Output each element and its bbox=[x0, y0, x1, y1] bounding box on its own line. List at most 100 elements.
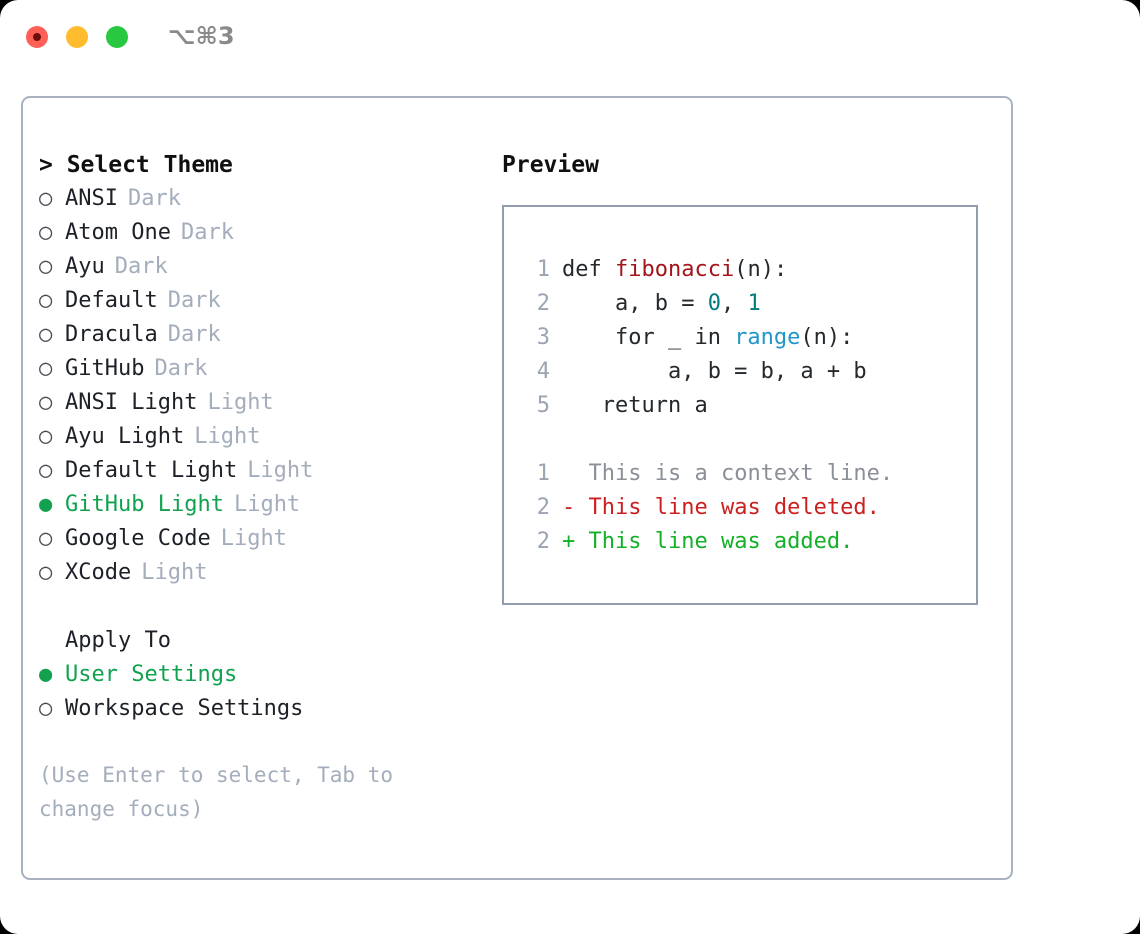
code-line: 1 def fibonacci(n): bbox=[524, 253, 976, 287]
theme-option-tag: Light bbox=[194, 424, 261, 449]
radio-empty-icon: ○ bbox=[39, 288, 53, 313]
theme-option-tag: Dark bbox=[167, 288, 221, 313]
line-number: 2 bbox=[536, 529, 550, 554]
theme-option-ayu-light[interactable]: ○ Ayu Light Light bbox=[39, 420, 499, 454]
code-diff-gap bbox=[524, 423, 976, 457]
radio-empty-icon: ○ bbox=[39, 424, 53, 449]
code-line: 4 a, b = b, a + b bbox=[524, 355, 976, 389]
diff-marker: - bbox=[562, 495, 589, 520]
keyboard-shortcut-label: ⌥⌘3 bbox=[168, 22, 235, 50]
theme-option-xcode[interactable]: ○ XCode Light bbox=[39, 556, 499, 590]
diff-marker bbox=[562, 457, 589, 491]
theme-option-tag: Dark bbox=[127, 186, 181, 211]
window-controls bbox=[26, 26, 128, 48]
diff-marker: + bbox=[562, 529, 589, 554]
theme-option-github[interactable]: ○ GitHub Dark bbox=[39, 352, 499, 386]
radio-selected-icon: ● bbox=[39, 662, 53, 687]
radio-empty-icon: ○ bbox=[39, 356, 53, 381]
theme-option-tag: Light bbox=[220, 526, 287, 551]
radio-selected-icon: ● bbox=[39, 492, 53, 517]
line-number: 4 bbox=[536, 359, 550, 384]
theme-option-tag: Light bbox=[207, 390, 274, 415]
token-plain: (n): bbox=[734, 257, 788, 282]
token-plain: def bbox=[562, 257, 615, 282]
diff-line-del: 2- This line was deleted. bbox=[524, 491, 976, 525]
token-plain: a, b = bbox=[562, 291, 708, 316]
code-line: 2 a, b = 0, 1 bbox=[524, 287, 976, 321]
radio-empty-icon: ○ bbox=[39, 696, 53, 721]
theme-option-label: ANSI bbox=[65, 186, 118, 211]
radio-empty-icon: ○ bbox=[39, 526, 53, 551]
close-button[interactable] bbox=[26, 26, 48, 48]
line-number: 5 bbox=[536, 393, 550, 418]
code-text: def fibonacci(n): bbox=[562, 253, 787, 287]
radio-empty-icon: ○ bbox=[39, 390, 53, 415]
token-num: 1 bbox=[747, 291, 761, 316]
theme-option-tag: Dark bbox=[180, 220, 234, 245]
theme-option-tag: Light bbox=[233, 492, 301, 517]
theme-option-label: Dracula bbox=[65, 322, 158, 347]
apply-to-option-user-settings[interactable]: ● User Settings bbox=[39, 658, 499, 692]
radio-empty-icon: ○ bbox=[39, 186, 53, 211]
theme-option-ansi-light[interactable]: ○ ANSI Light Light bbox=[39, 386, 499, 420]
maximize-button[interactable] bbox=[106, 26, 128, 48]
theme-option-label: GitHub bbox=[65, 356, 145, 381]
apply-to-list: ● User Settings ○ Workspace Settings bbox=[39, 658, 499, 726]
line-number: 2 bbox=[536, 291, 550, 316]
theme-option-label: GitHub Light bbox=[65, 492, 224, 517]
theme-option-github-light[interactable]: ● GitHub Light Light bbox=[39, 488, 499, 522]
code-line: 3 for _ in range(n): bbox=[524, 321, 976, 355]
code-text: return a bbox=[562, 389, 708, 423]
radio-empty-icon: ○ bbox=[39, 220, 53, 245]
line-number: 3 bbox=[536, 325, 550, 350]
preview-heading: Preview bbox=[502, 152, 599, 178]
theme-option-label: Ayu bbox=[65, 254, 105, 279]
theme-option-label: Google Code bbox=[65, 526, 211, 551]
token-plain: return a bbox=[562, 393, 708, 418]
apply-to-option-label: User Settings bbox=[65, 662, 238, 687]
list-gap bbox=[39, 590, 499, 624]
minimize-button[interactable] bbox=[66, 26, 88, 48]
theme-option-tag: Dark bbox=[154, 356, 208, 381]
token-num: 0 bbox=[707, 291, 721, 316]
title-bar: ⌥⌘3 bbox=[0, 0, 1140, 76]
theme-option-label: Ayu Light bbox=[65, 424, 185, 449]
line-number: 1 bbox=[536, 461, 550, 486]
theme-option-tag: Dark bbox=[114, 254, 168, 279]
theme-option-tag: Light bbox=[141, 560, 208, 585]
radio-empty-icon: ○ bbox=[39, 560, 53, 585]
radio-empty-icon: ○ bbox=[39, 458, 53, 483]
code-text: for _ in range(n): bbox=[562, 321, 853, 355]
theme-option-label: Default Light bbox=[65, 458, 238, 483]
diff-text: This is a context line. bbox=[588, 461, 894, 486]
theme-option-label: XCode bbox=[65, 560, 132, 585]
line-number: 1 bbox=[536, 257, 550, 282]
diff-text: This line was added. bbox=[588, 529, 854, 554]
apply-to-heading: Apply To bbox=[65, 628, 171, 653]
theme-option-ayu[interactable]: ○ Ayu Dark bbox=[39, 250, 499, 284]
apply-to-option-label: Workspace Settings bbox=[65, 696, 304, 721]
diff-line-add: 2 + This line was added. bbox=[524, 525, 976, 559]
token-plain: for _ in bbox=[562, 325, 735, 350]
code-text: a, b = b, a + b bbox=[562, 355, 867, 389]
token-plain: (n): bbox=[800, 325, 854, 350]
select-theme-heading: > Select Theme bbox=[39, 152, 233, 178]
theme-option-ansi[interactable]: ○ ANSI Dark bbox=[39, 182, 499, 216]
diff-text: This line was deleted. bbox=[588, 495, 880, 520]
radio-empty-icon: ○ bbox=[39, 254, 53, 279]
theme-option-label: ANSI Light bbox=[65, 390, 198, 415]
apply-to-option-workspace-settings[interactable]: ○ Workspace Settings bbox=[39, 692, 499, 726]
theme-option-label: Default bbox=[65, 288, 158, 313]
theme-option-default[interactable]: ○ Default Dark bbox=[39, 284, 499, 318]
radio-empty-icon: ○ bbox=[39, 322, 53, 347]
token-plain: a, b = b, a + b bbox=[562, 359, 867, 384]
theme-option-google-code[interactable]: ○ Google Code Light bbox=[39, 522, 499, 556]
